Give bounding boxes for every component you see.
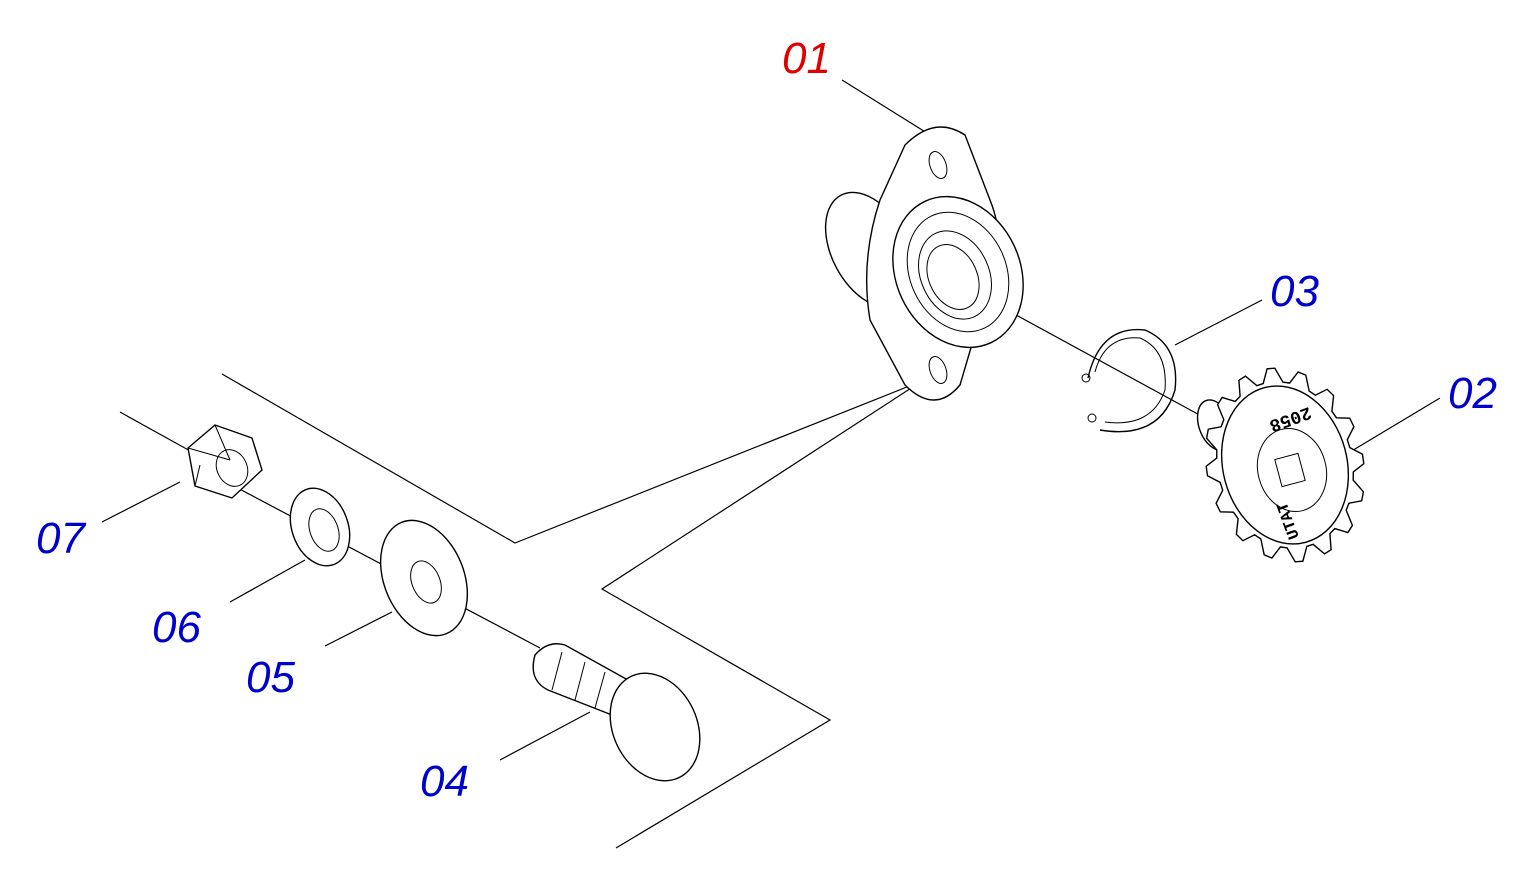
callout-05[interactable]: 05 xyxy=(246,653,295,702)
flange-bearing-part xyxy=(824,126,1024,401)
frame-outline xyxy=(119,373,923,849)
sprocket-part: 2058 UTAT xyxy=(1196,367,1365,563)
circlip-part xyxy=(1081,328,1177,433)
flat-washer-part xyxy=(379,519,469,637)
callout-07[interactable]: 07 xyxy=(36,514,85,563)
callout-06[interactable]: 06 xyxy=(152,603,201,652)
callout-04[interactable]: 04 xyxy=(420,757,469,806)
carriage-bolt-part xyxy=(532,643,701,782)
spring-washer-part xyxy=(289,487,351,567)
hex-nut-part xyxy=(187,424,263,499)
leader-lines xyxy=(101,79,1441,761)
callout-02[interactable]: 02 xyxy=(1448,369,1497,418)
callout-03[interactable]: 03 xyxy=(1270,267,1319,316)
callout-01[interactable]: 01 xyxy=(782,34,831,83)
